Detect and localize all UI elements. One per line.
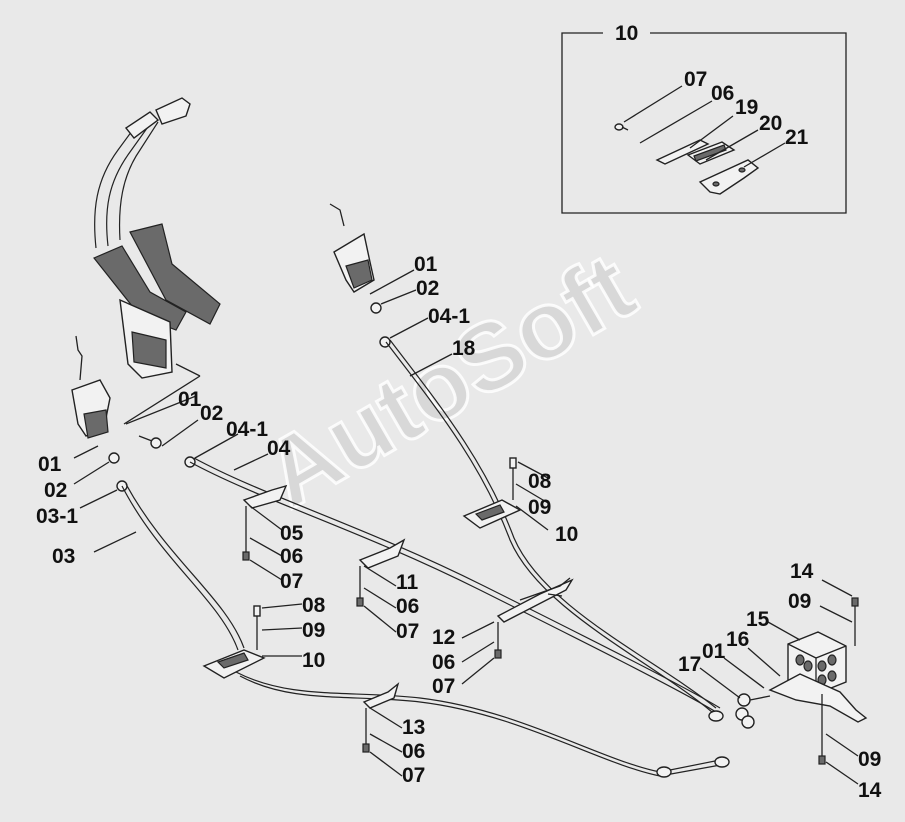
label-c4-06: 06 — [402, 740, 425, 763]
right-fitting-02 — [370, 302, 382, 314]
label-v-16: 16 — [726, 628, 749, 651]
clamp-05-group: 05 06 07 — [242, 484, 304, 593]
label-v-14b: 14 — [858, 779, 882, 802]
label-inset-06: 06 — [711, 82, 734, 105]
label-b2-09: 09 — [302, 619, 325, 642]
label-right-18: 18 — [452, 337, 476, 360]
clamp-13-group: 13 06 07 — [362, 682, 425, 787]
inset-assembly-box: 10 07 06 19 20 21 — [561, 22, 847, 214]
label-inset-19: 19 — [735, 96, 758, 119]
watermark-text: AutoSoft — [247, 233, 651, 528]
label-right-10: 10 — [555, 523, 578, 546]
label-v-14a: 14 — [790, 560, 814, 583]
inset-bolt — [614, 123, 624, 131]
right-joystick-assembly: 01 02 04-1 18 — [329, 203, 476, 377]
label-c1-05: 05 — [280, 522, 304, 545]
label-right-09: 09 — [528, 496, 551, 519]
label-right-01: 01 — [414, 253, 438, 276]
label-c1-07: 07 — [280, 570, 303, 593]
inset-base-plate — [698, 159, 760, 195]
label-c4-07: 07 — [402, 764, 425, 787]
label-right-04-1: 04-1 — [428, 305, 470, 328]
right-pedal-pad — [129, 223, 221, 325]
label-left-01: 01 — [38, 453, 62, 476]
hose-bracket-right: 08 09 10 — [462, 457, 578, 546]
clamp-12-group: 12 06 07 — [432, 578, 574, 698]
label-left-03-1: 03-1 — [36, 505, 78, 528]
label-left-02: 02 — [44, 479, 67, 502]
label-inset-07: 07 — [684, 68, 707, 91]
middle-fittings-group: 01 02 04-1 04 — [125, 388, 291, 471]
inset-title: 10 — [615, 22, 638, 45]
label-v-09a: 09 — [788, 590, 811, 613]
label-v-15: 15 — [746, 608, 770, 631]
frame-crossmember — [519, 577, 571, 601]
label-c1-06: 06 — [280, 545, 303, 568]
label-c2-07: 07 — [396, 620, 419, 643]
label-inset-20: 20 — [759, 112, 782, 135]
valve-manifold-assembly: 14 09 15 16 01 17 09 14 — [678, 560, 882, 802]
left-fitting-02 — [108, 452, 120, 464]
fitting-02-mid — [150, 437, 162, 449]
label-v-01: 01 — [702, 640, 726, 663]
label-mid-01: 01 — [178, 388, 202, 411]
label-v-17: 17 — [678, 653, 701, 676]
label-b2-10: 10 — [302, 649, 325, 672]
label-b2-08: 08 — [302, 594, 326, 617]
label-v-09b: 09 — [858, 748, 881, 771]
label-mid-04: 04 — [267, 437, 291, 460]
label-c3-06: 06 — [432, 651, 455, 674]
label-right-02: 02 — [416, 277, 439, 300]
left-joystick-assembly: 01 02 03-1 03 — [36, 335, 137, 568]
inset-clamp-plate — [655, 139, 710, 165]
clamp-11-group: 11 06 07 — [356, 538, 419, 643]
label-mid-02: 02 — [200, 402, 223, 425]
label-c3-12: 12 — [432, 626, 455, 649]
label-c3-07: 07 — [432, 675, 455, 698]
label-right-08: 08 — [528, 470, 552, 493]
foot-pedal-assembly — [93, 97, 221, 425]
label-c2-06: 06 — [396, 595, 419, 618]
label-c4-13: 13 — [402, 716, 425, 739]
label-c2-11: 11 — [396, 571, 419, 594]
valve-mounting-bracket — [768, 673, 868, 723]
label-inset-21: 21 — [785, 126, 809, 149]
label-mid-04-1: 04-1 — [226, 418, 268, 441]
label-left-03: 03 — [52, 545, 75, 568]
hose-bracket-left: 08 09 10 — [202, 594, 326, 679]
